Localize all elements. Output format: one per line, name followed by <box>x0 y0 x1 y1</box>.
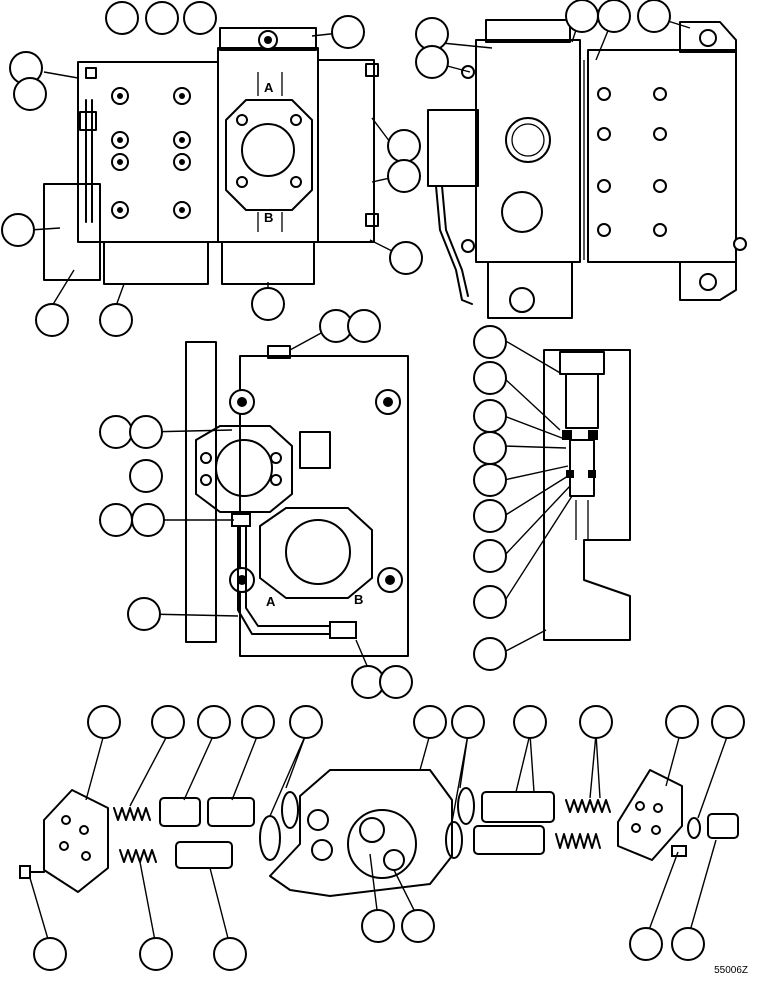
exploded-parts-row <box>19 769 739 897</box>
port-label-a: A <box>264 80 274 95</box>
callouts-rear-view <box>99 309 413 699</box>
bolt-head-icon <box>200 389 403 593</box>
callouts-exploded-row <box>29 705 745 971</box>
valve-section-view <box>543 349 631 641</box>
valve-front-view: A B <box>43 27 379 285</box>
port-label-b: B <box>264 210 273 225</box>
port-label-a-rear: A <box>266 594 276 609</box>
hex-fitting-icon <box>671 813 739 857</box>
bolt-head-icon <box>461 65 747 253</box>
valve-rear-view: A B <box>185 341 409 657</box>
bolt-head-icon <box>111 30 278 219</box>
valve-side-view <box>427 19 747 319</box>
drawing-number: 55006Z <box>714 965 748 976</box>
callouts-side-view <box>415 0 691 79</box>
port-label-b-rear: B <box>354 592 363 607</box>
hex-fitting-icon <box>231 513 357 639</box>
callouts-front-view <box>1 1 423 337</box>
callouts-section-view <box>473 325 573 671</box>
